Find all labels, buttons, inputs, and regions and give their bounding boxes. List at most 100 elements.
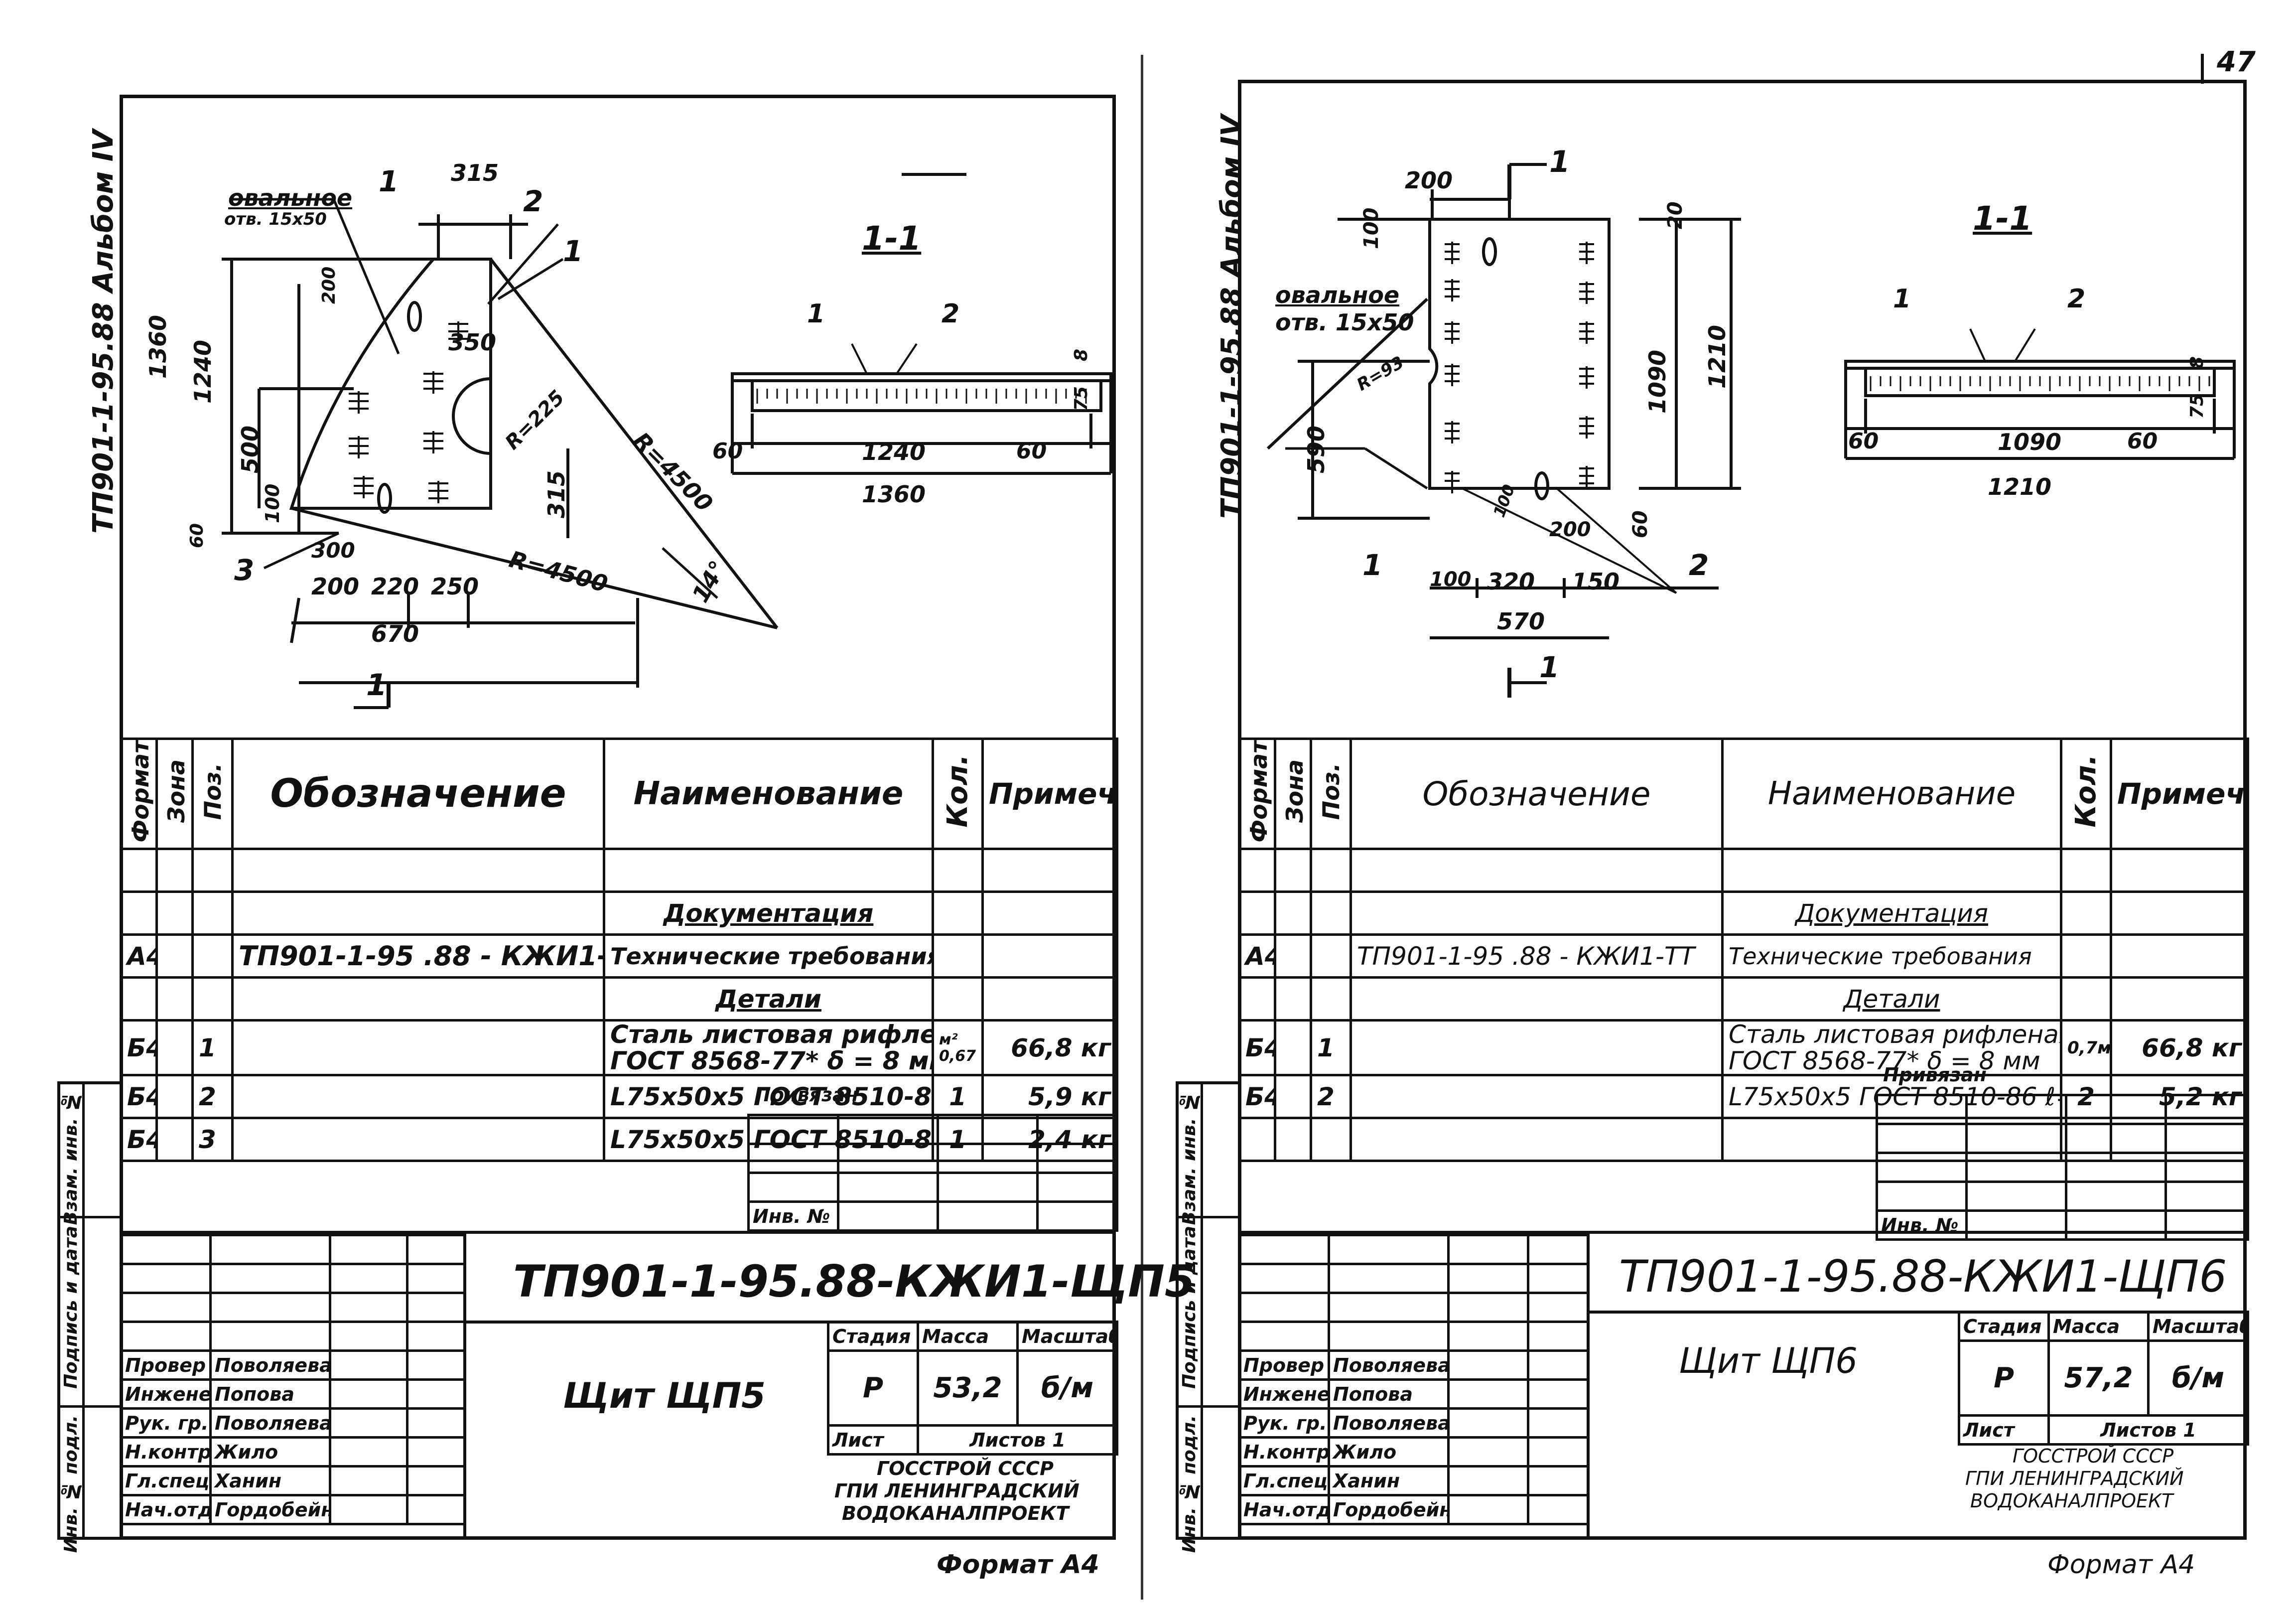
parts-section-title: Детали xyxy=(1721,976,2062,1022)
side-divider xyxy=(57,1405,123,1408)
signer-role: Нач.отд. xyxy=(1238,1494,1330,1525)
dim-590: 590 xyxy=(1303,425,1330,473)
dim-150: 150 xyxy=(1572,568,1620,595)
section-dim-8: 8 xyxy=(1071,348,1091,361)
org-line-3: ВОДОКАНАЛПРОЕКТ xyxy=(1970,1490,2173,1512)
sheets-count: Листов 1 xyxy=(2047,1414,2249,1446)
inv-label: Инв. № xyxy=(747,1200,839,1232)
signer-name: Жило xyxy=(209,1436,331,1468)
format-label: Формат А4 xyxy=(937,1550,1099,1580)
bound-label: Привязан xyxy=(755,1084,859,1106)
header-zone: Зона xyxy=(1274,737,1312,851)
signer-role: Инженер xyxy=(120,1378,212,1410)
org-line-2: ГПИ ЛЕНИНГРАДСКИЙ xyxy=(1965,1468,2184,1489)
section-mark-bottom: 1 xyxy=(1539,650,1560,684)
dim-200-vert: 200 xyxy=(319,266,339,304)
dim-670: 670 xyxy=(371,620,419,647)
callout-2: 2 xyxy=(1689,548,1709,582)
header-name: Наименование xyxy=(603,737,934,851)
section-title: 1-1 xyxy=(1973,199,2032,238)
bound-grid: Инв. № xyxy=(1876,1094,2249,1241)
org-line-2: ГПИ ЛЕНИНГРАДСКИЙ xyxy=(834,1480,1080,1502)
signer-role: Провер xyxy=(120,1349,212,1381)
signer-role: Нач.отд. xyxy=(120,1494,212,1525)
header-pos: Поз. xyxy=(191,737,234,851)
doc-format: А4 xyxy=(1238,933,1276,979)
section-dim-60-left: 60 xyxy=(712,439,743,464)
part-qty: 0,7м² xyxy=(2060,1019,2112,1077)
dim-320: 320 xyxy=(1487,568,1535,595)
part-row: Б4 2 L75х50х5 ГОСТ 8510-86 ℓ=1240 1 5,9 … xyxy=(120,1074,1118,1120)
part-name: L75х50х5 ГОСТ 8510-86 ℓ=1240 xyxy=(603,1074,934,1120)
part-pos: 3 xyxy=(191,1117,234,1163)
side-label-inventory: Инв. № подл. xyxy=(61,1415,81,1553)
callout-3: 3 xyxy=(234,553,255,587)
signer-name: Попова xyxy=(209,1378,331,1410)
hole-note-1: овальное xyxy=(1275,282,1400,308)
section-dim-1210: 1210 xyxy=(1988,473,2052,500)
doc-designation: ТП901-1-95 .88 - КЖИ1-ТТ xyxy=(1350,933,1724,979)
title-block-hline xyxy=(1587,1311,2247,1314)
section-dim-1090: 1090 xyxy=(1998,429,2062,455)
scale-header: Масштаб xyxy=(1016,1321,1118,1352)
callout-2-top: 2 xyxy=(523,184,543,218)
section-dim-60-right: 60 xyxy=(1016,439,1047,464)
sheet-label: Лист xyxy=(1958,1414,2050,1446)
spec-header: Формат Зона Поз. Обозначение Наименовани… xyxy=(120,737,1118,851)
spec-empty-row xyxy=(120,848,1118,893)
page-number: 47 xyxy=(2217,46,2256,78)
parts-section-title: Детали xyxy=(603,976,934,1022)
hole-note-1: овальное xyxy=(228,184,353,211)
part-format: Б4 xyxy=(1238,1074,1276,1120)
mass-value: 53,2 xyxy=(917,1349,1019,1427)
title-block-top-line xyxy=(120,1231,1116,1234)
callout-1-right: 1 xyxy=(563,234,583,268)
part-qty: м² 0,67 xyxy=(932,1019,984,1077)
header-format: Формат xyxy=(120,737,158,851)
callout-1: 1 xyxy=(1362,548,1383,582)
signer-name: Попова xyxy=(1328,1378,1450,1410)
dim-300: 300 xyxy=(311,538,355,563)
doc-row: А4 ТП901-1-95 .88 - КЖИ1-ТТ Технические … xyxy=(1238,933,2249,979)
header-qty: Кол. xyxy=(932,737,984,851)
dim-315-right: 315 xyxy=(543,470,570,518)
part-pos: 2 xyxy=(1310,1074,1352,1120)
part-format: Б4 xyxy=(1238,1019,1276,1077)
doc-designation: ТП901-1-95 .88 - КЖИ1-ТТ xyxy=(231,933,605,979)
part-format: Б4 xyxy=(120,1074,158,1120)
dim-100-bottom: 100 xyxy=(1430,568,1472,591)
doc-section-row: Документация xyxy=(1238,890,2249,936)
side-label-signature: Подпись и дата xyxy=(1179,1226,1200,1389)
header-designation: Обозначение xyxy=(1350,737,1724,851)
dim-250: 250 xyxy=(431,573,479,600)
dim-200-top: 200 xyxy=(1405,167,1453,194)
title-block-hline xyxy=(463,1321,1116,1324)
side-divider xyxy=(1176,1405,1241,1408)
parts-section-row: Детали xyxy=(1238,976,2249,1022)
hole-note-2: отв. 15х50 xyxy=(1275,309,1414,336)
header-qty: Кол. xyxy=(2060,737,2112,851)
dim-100-top: 100 xyxy=(1360,207,1383,250)
dim-1240: 1240 xyxy=(189,339,216,404)
part-note: 5,9 кг xyxy=(981,1074,1118,1120)
dim-350: 350 xyxy=(448,329,497,356)
side-label-signature: Подпись и дата xyxy=(61,1226,81,1389)
dim-570: 570 xyxy=(1497,608,1545,635)
title-block-divider xyxy=(463,1234,466,1540)
signer-role: Гл.спец. xyxy=(120,1465,212,1496)
header-format: Формат xyxy=(1238,737,1276,851)
side-divider xyxy=(1176,1216,1241,1218)
dim-1360: 1360 xyxy=(144,314,171,379)
section-mark-bottom: 1 xyxy=(366,668,387,703)
signer-role: Рук. гр. xyxy=(120,1407,212,1439)
album-label: ТП901-1-95.88 Альбом IV xyxy=(87,130,120,534)
side-divider xyxy=(1201,1081,1203,1540)
bound-grid: Инв. № xyxy=(747,1114,1118,1232)
sheet-label: Лист xyxy=(827,1424,919,1456)
dim-200-inner: 200 xyxy=(1549,518,1591,541)
